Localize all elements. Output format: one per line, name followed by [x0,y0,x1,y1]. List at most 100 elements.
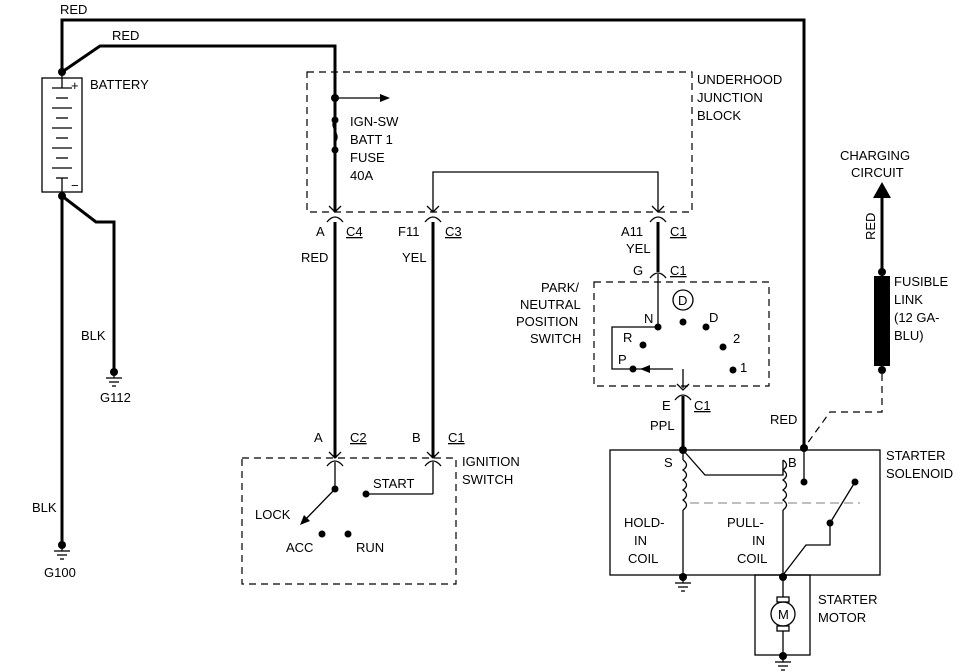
fuse-symbol [331,94,390,154]
connector-pn-in: C1 [670,263,687,278]
ignition-switch-line-1: IGNITION [462,454,520,469]
connector-ign-b-pin: B [412,430,421,445]
wire-red-battery [61,44,337,212]
battery-plus: + [71,78,79,93]
park-neutral-line-4: SWITCH [530,331,581,346]
junction-block-line-1: UNDERHOOD [697,72,782,87]
wire-label-red-charging: RED [863,213,878,240]
pn-pos-1: 1 [740,360,747,375]
connector-c1-top: C1 [670,224,687,239]
charging-line-1: CHARGING [840,148,910,163]
hold-coil-line-1: HOLD- [624,515,664,530]
park-neutral-circle-label: D [678,293,687,308]
wire-label-red-top: RED [60,2,87,17]
battery-minus: − [71,178,79,193]
fusible-link-line-3: (12 GA- [894,310,940,325]
starter-solenoid-box [609,449,881,576]
park-neutral-line-2: NEUTRAL [520,297,581,312]
pn-pos-r: R [623,330,632,345]
pull-coil-line-1: PULL- [727,515,764,530]
park-neutral-line-3: POSITION [516,314,578,329]
junction-block-line-2: JUNCTION [697,90,763,105]
terminal-c3 [424,205,442,223]
terminal-pn-in [649,272,667,327]
pn-pos-p: P [618,352,627,367]
internal-bus [432,171,659,212]
charging-arrow-icon [873,182,891,198]
battery-label: BATTERY [90,77,149,92]
wire-red-top [60,18,806,448]
terminal-c1-top [649,205,667,223]
hold-coil-line-3: COIL [628,551,658,566]
solenoid-line-2: SOLENOID [886,466,953,481]
fuse-line-2: BATT 1 [350,132,393,147]
ignition-pos-start: START [373,476,414,491]
ground-g100-icon [54,541,70,560]
wire-label-red-c4: RED [301,250,328,265]
main-wires [60,18,884,543]
wire-label-blk-g112: BLK [81,328,106,343]
pull-coil-line-2: IN [752,533,765,548]
connector-c3: C3 [445,224,462,239]
fuse-line-1: IGN-SW [350,114,399,129]
solenoid-line-1: STARTER [886,448,945,463]
fusible-link-line-2: LINK [894,292,923,307]
fusible-link-line-1: FUSIBLE [894,274,949,289]
solenoid-terminal-b: B [788,455,797,470]
connector-pn-out: C1 [694,398,711,413]
terminal-c4 [326,200,344,223]
connector-ign-b: C1 [448,430,465,445]
connector-ign-a-pin: A [314,430,323,445]
starter-motor-line-2: MOTOR [818,610,866,625]
wire-label-ppl: PPL [650,418,675,433]
connector-ign-a: C2 [350,430,367,445]
ignition-contacts [300,485,433,538]
wire-label-red-solenoid: RED [770,412,797,427]
park-neutral-line-1: PARK/ [541,280,579,295]
wire-label-blk-g100: BLK [32,500,57,515]
starter-motor-line-1: STARTER [818,592,877,607]
pull-coil-line-3: COIL [737,551,767,566]
solenoid-terminal-s: S [664,455,673,470]
connector-pn-in-pin: G [633,263,643,278]
fusible-link-symbol [803,268,890,449]
junction-block-box [306,71,693,213]
wire-blk-g112 [61,194,116,372]
ground-g112-icon [106,368,122,387]
starter-motor-symbol: M [778,607,789,622]
terminal-pn-out [674,383,692,401]
charging-line-2: CIRCUIT [851,165,904,180]
hold-coil-line-2: IN [634,533,647,548]
ignition-pos-run: RUN [356,540,384,555]
wire-label-yel-c3: YEL [402,250,427,265]
terminal-ign-a [326,451,344,489]
wire-label-yel-c1: YEL [626,241,651,256]
connector-pn-out-pin: E [662,398,671,413]
connector-c1-top-pin: A11 [621,224,643,239]
connector-c4-pin: A [316,224,325,239]
junction-block-line-3: BLOCK [697,108,741,123]
ignition-switch-box [241,457,457,585]
terminal-ign-b [424,451,442,494]
starter-motor-icon [770,573,796,671]
ground-g100-label: G100 [44,565,76,580]
park-neutral-contacts [611,289,737,388]
pn-pos-n: N [644,311,653,326]
fuse-line-4: 40A [350,168,373,183]
ignition-switch-line-2: SWITCH [462,472,513,487]
connector-c4: C4 [346,224,363,239]
fusible-link-line-4: BLU) [894,328,924,343]
pn-pos-2: 2 [733,331,740,346]
ignition-pos-lock: LOCK [255,507,291,522]
ignition-pos-acc: ACC [286,540,313,555]
battery-symbol [41,68,83,200]
solenoid-internals [675,444,860,592]
fuse-line-3: FUSE [350,150,385,165]
park-neutral-box [593,281,770,387]
pn-pos-d: D [709,310,718,325]
wire-label-red-battery: RED [112,28,139,43]
connector-c3-pin: F11 [398,224,419,239]
ground-g112-label: G112 [100,390,131,405]
